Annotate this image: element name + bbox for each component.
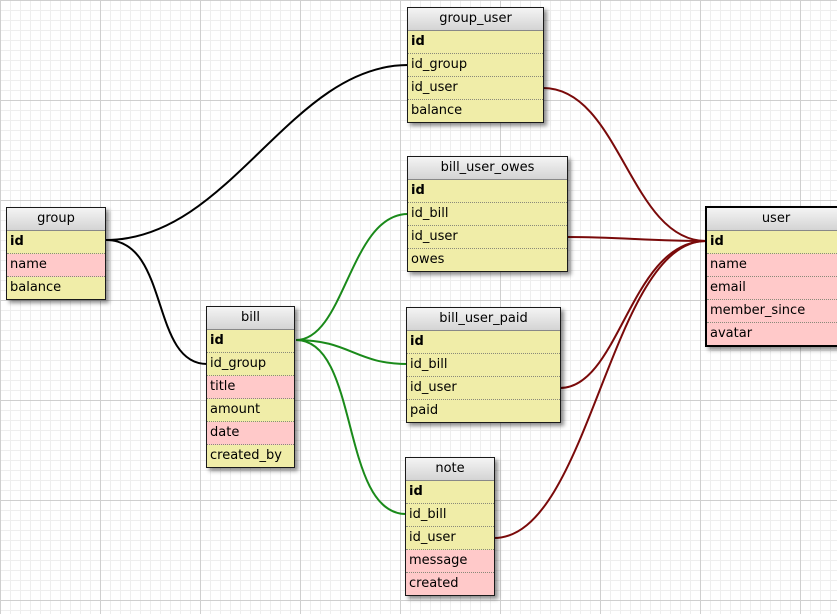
table-title[interactable]: group_user [408,8,543,31]
table-group-user[interactable]: group_user id id_group id_user balance [407,7,544,123]
field-amount[interactable]: amount [207,399,294,422]
table-title[interactable]: group [7,208,105,231]
link-group-bill [105,239,208,365]
field-id-user[interactable]: id_user [408,77,543,100]
link-bill-paid [295,339,409,365]
link-bill-owes [295,213,409,341]
field-balance[interactable]: balance [408,100,543,122]
field-name[interactable]: name [7,254,105,277]
link-bill-note [295,339,407,515]
table-title[interactable]: bill_user_paid [407,308,560,331]
field-created[interactable]: created [406,573,494,595]
table-user[interactable]: user id name email member_since avatar [705,206,837,347]
field-id-user[interactable]: id_user [406,527,494,550]
field-date[interactable]: date [207,422,294,445]
table-title[interactable]: bill_user_owes [408,157,567,180]
field-member-since[interactable]: member_since [707,300,837,323]
table-note[interactable]: note id id_bill id_user message created [405,457,495,596]
link-user-paid [559,240,707,389]
field-id[interactable]: id [207,330,294,353]
link-group-group-user [105,64,409,241]
field-id[interactable]: id [406,481,494,504]
table-bill-user-paid[interactable]: bill_user_paid id id_bill id_user paid [406,307,561,423]
field-id-bill[interactable]: id_bill [407,354,560,377]
field-id[interactable]: id [408,180,567,203]
field-avatar[interactable]: avatar [707,323,837,345]
field-id-user[interactable]: id_user [408,226,567,249]
field-id[interactable]: id [407,331,560,354]
field-id[interactable]: id [408,31,543,54]
field-paid[interactable]: paid [407,400,560,422]
field-id-bill[interactable]: id_bill [408,203,567,226]
field-id-group[interactable]: id_group [207,353,294,376]
table-bill[interactable]: bill id id_group title amount date creat… [206,306,295,468]
table-title[interactable]: user [707,208,837,231]
table-bill-user-owes[interactable]: bill_user_owes id id_bill id_user owes [407,156,568,272]
field-id[interactable]: id [7,231,105,254]
field-id-group[interactable]: id_group [408,54,543,77]
field-balance[interactable]: balance [7,277,105,299]
link-user-owes [566,236,707,242]
field-created-by[interactable]: created_by [207,445,294,467]
field-owes[interactable]: owes [408,249,567,271]
table-title[interactable]: note [406,458,494,481]
table-title[interactable]: bill [207,307,294,330]
field-id[interactable]: id [707,231,837,254]
field-id-bill[interactable]: id_bill [406,504,494,527]
field-name[interactable]: name [707,254,837,277]
table-group[interactable]: group id name balance [6,207,106,300]
field-id-user[interactable]: id_user [407,377,560,400]
field-message[interactable]: message [406,550,494,573]
field-email[interactable]: email [707,277,837,300]
field-title[interactable]: title [207,376,294,399]
